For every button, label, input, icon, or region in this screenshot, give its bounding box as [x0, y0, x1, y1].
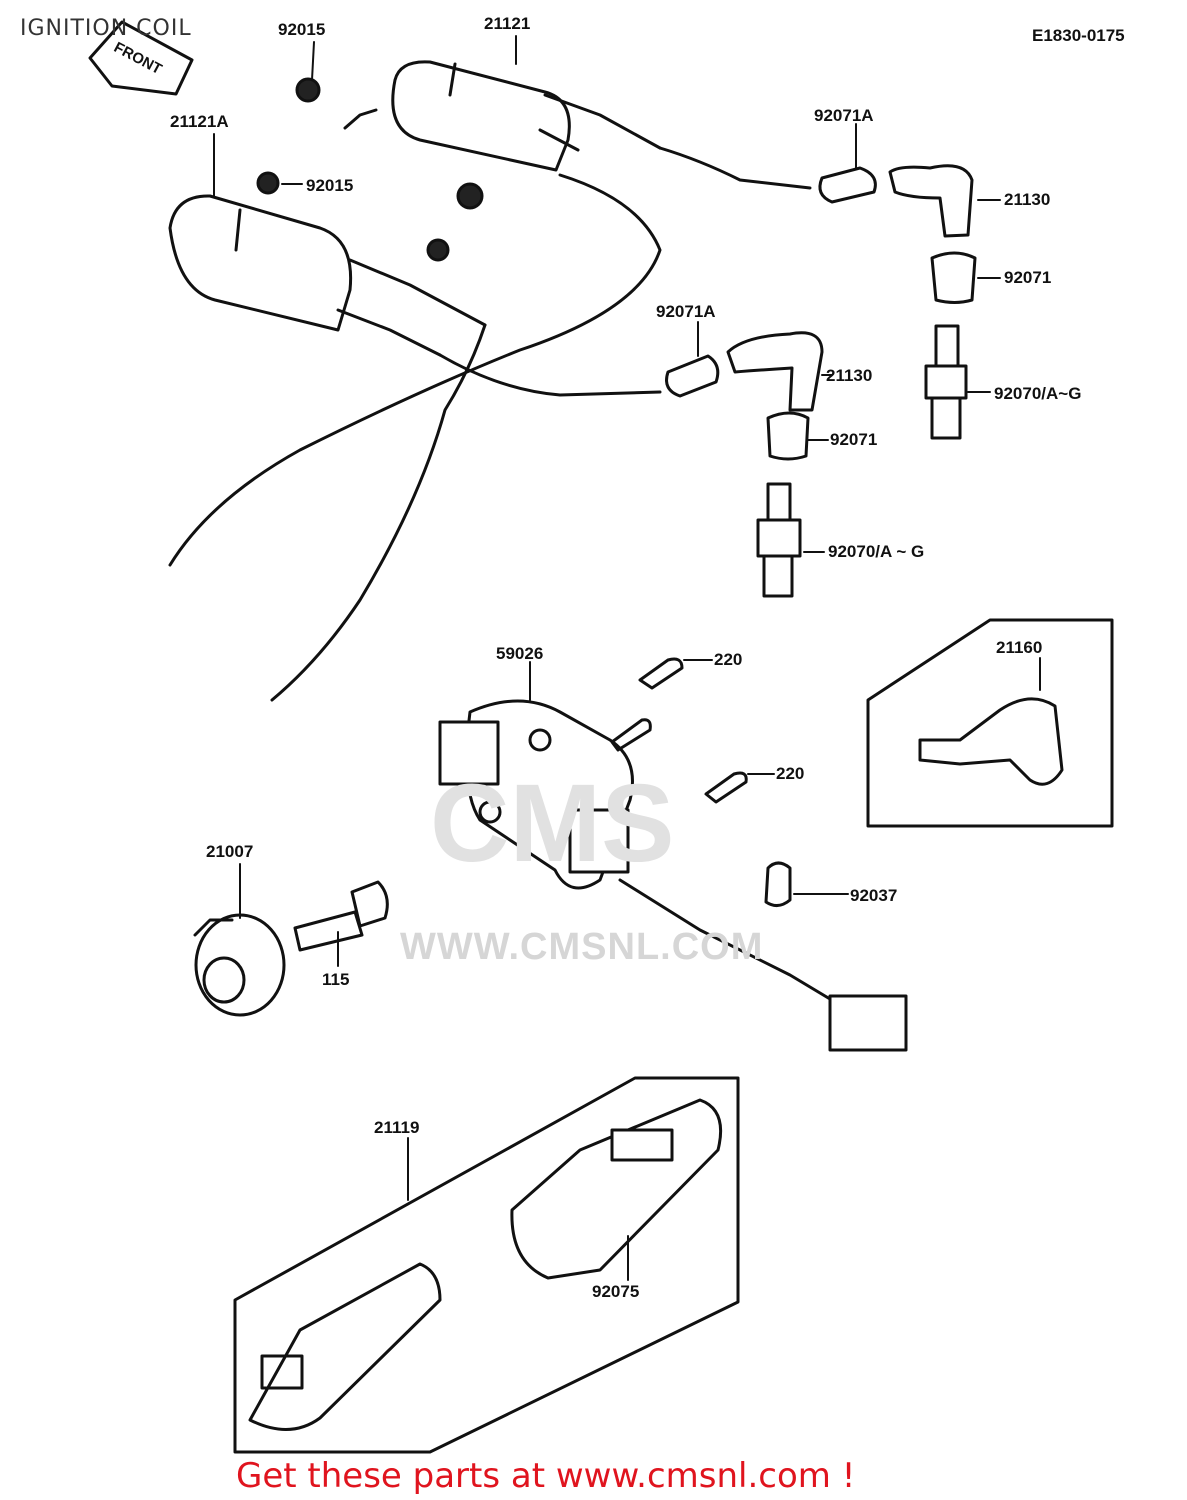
- label-92071a-top[interactable]: 92071A: [814, 106, 874, 125]
- label-21121a[interactable]: 21121A: [170, 112, 229, 131]
- ht-lead-2: [168, 173, 662, 567]
- bolt-115: [293, 880, 389, 952]
- ignition-coil-upper: [295, 60, 662, 210]
- screw-220-top: [638, 657, 684, 690]
- cms-watermark-logo: CMS: [430, 762, 675, 885]
- igniter-box-outline: [233, 1076, 740, 1454]
- label-220-mid[interactable]: 220: [776, 764, 805, 783]
- label-92070-mid[interactable]: 92070/A ~ G: [828, 542, 925, 561]
- page-title: IGNITION COIL: [20, 16, 192, 41]
- spark-plug-top: [924, 324, 968, 440]
- clamp-92037: [764, 861, 792, 907]
- label-92075[interactable]: 92075: [592, 1282, 640, 1301]
- cap-assembly-21160: [918, 697, 1064, 786]
- label-92071-mid[interactable]: 92071: [830, 430, 878, 449]
- cap-92071a-top: [818, 166, 877, 204]
- ignition-coil-lower: [168, 171, 487, 357]
- label-59026[interactable]: 59026: [496, 644, 544, 663]
- label-21119[interactable]: 21119: [374, 1118, 420, 1137]
- watermark-url: WWW.CMSNL.COM: [400, 926, 764, 968]
- seal-92071-top: [930, 251, 977, 304]
- igniter-21119: [248, 1262, 442, 1431]
- footer-parts-link[interactable]: Get these parts at www.cmsnl.com !: [236, 1456, 856, 1496]
- label-92071a-mid[interactable]: 92071A: [656, 302, 716, 321]
- ht-lead-4: [270, 323, 487, 702]
- rotor-21007: [193, 913, 286, 1017]
- diagram-code: E1830-0175: [1032, 26, 1125, 45]
- label-21121[interactable]: 21121: [484, 14, 531, 33]
- pickup-coil-assembly: [438, 699, 908, 1052]
- cap-92071a-mid: [665, 354, 720, 398]
- screw-220-mid: [704, 771, 748, 804]
- label-21130-top[interactable]: 21130: [1004, 190, 1051, 209]
- label-92070-top[interactable]: 92070/A~G: [994, 384, 1082, 403]
- label-92015-top[interactable]: 92015: [278, 20, 326, 39]
- label-21160[interactable]: 21160: [996, 638, 1043, 657]
- label-92071-top[interactable]: 92071: [1004, 268, 1052, 287]
- plug-cap-21130-mid: [726, 331, 824, 412]
- label-92037[interactable]: 92037: [850, 886, 898, 905]
- ht-lead-1: [658, 146, 812, 190]
- label-115[interactable]: 115: [322, 970, 350, 989]
- label-92015-mid[interactable]: 92015: [306, 176, 354, 195]
- spark-plug-mid: [756, 482, 802, 598]
- label-21007[interactable]: 21007: [206, 842, 254, 861]
- seal-92071-mid: [766, 411, 810, 461]
- label-220-top[interactable]: 220: [714, 650, 743, 669]
- plug-cap-21130-top: [888, 164, 974, 238]
- front-arrow-icon: [88, 20, 194, 96]
- ht-lead-3: [438, 353, 662, 397]
- cap-assembly-box: [866, 618, 1114, 828]
- label-21130-mid[interactable]: 21130: [826, 366, 873, 385]
- igniter-92075: [510, 1098, 723, 1280]
- screw-220-small: [610, 718, 652, 752]
